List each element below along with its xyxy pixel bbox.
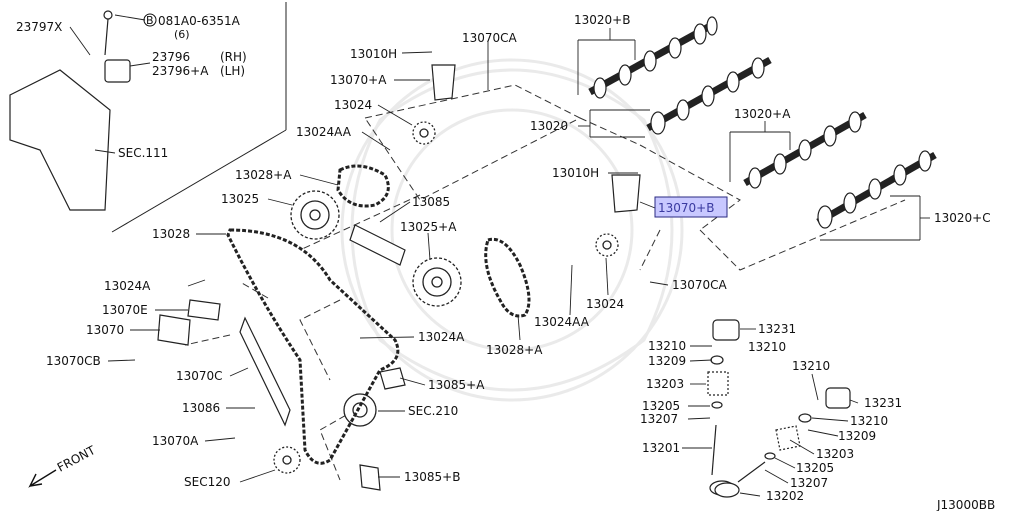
- front-arrow-icon: [28, 469, 57, 488]
- label-13070ca-top: 13070CA: [462, 31, 518, 45]
- label-13209-right: 13209: [838, 429, 876, 443]
- label-13070e: 13070E: [102, 303, 148, 317]
- label-13209-left: 13209: [648, 354, 686, 368]
- watermark: [340, 58, 684, 402]
- diagram-code: J13000BB: [936, 498, 995, 511]
- label-13070: 13070: [86, 323, 124, 337]
- label-13028a-top: 13028+A: [235, 168, 292, 182]
- label-13201: 13201: [642, 441, 680, 455]
- label-sec111: SEC.111: [118, 146, 168, 160]
- label-13025: 13025: [221, 192, 259, 206]
- label-13210-left-b: 13210: [748, 340, 786, 354]
- label-13085: 13085: [412, 195, 450, 209]
- label-13024a-mid: 13024A: [418, 330, 465, 344]
- label-23797x: 23797X: [16, 20, 62, 34]
- label-front: FRONT: [55, 443, 98, 475]
- label-13020c: 13020+C: [934, 211, 991, 225]
- label-13010h-mid: 13010H: [552, 166, 599, 180]
- inset-box: [111, 2, 287, 233]
- label-13207-right: 13207: [790, 476, 828, 490]
- camshaft-13020c: [816, 150, 937, 229]
- label-13086: 13086: [182, 401, 220, 415]
- label-13207-left: 13207: [640, 412, 678, 426]
- label-bolt-circle: B: [146, 14, 154, 27]
- label-13085b: 13085+B: [404, 470, 460, 484]
- label-13024aa-top: 13024AA: [296, 125, 352, 139]
- label-23796a: 23796+A: [152, 64, 209, 78]
- inset-bracket: [9, 10, 131, 211]
- label-13028: 13028: [152, 227, 190, 241]
- label-13070a: 13070A: [152, 434, 199, 448]
- label-13210-left: 13210: [648, 339, 686, 353]
- label-13203-left: 13203: [646, 377, 684, 391]
- camshaft-13020: [646, 56, 772, 135]
- label-13020: 13020: [530, 119, 568, 133]
- camshaft-13020b: [588, 16, 718, 99]
- label-13205-right: 13205: [796, 461, 834, 475]
- label-23796a-lh: (LH): [220, 64, 245, 78]
- label-bolt-qty: (6): [174, 28, 190, 41]
- label-13210-right-top: 13210: [792, 359, 830, 373]
- label-13231-right: 13231: [864, 396, 902, 410]
- label-13205-left: 13205: [642, 399, 680, 413]
- label-13025a: 13025+A: [400, 220, 457, 234]
- label-13210-right: 13210: [850, 414, 888, 428]
- label-13070b-highlighted[interactable]: 13070+B: [658, 201, 714, 215]
- label-13024-top: 13024: [334, 98, 372, 112]
- label-23796-rh: (RH): [220, 50, 247, 64]
- label-13070ca-mid: 13070CA: [672, 278, 728, 292]
- part-labels: 23797X B 081A0-6351A (6) 23796 (RH) 2379…: [16, 13, 995, 511]
- bolt-circle-icon: [143, 13, 157, 27]
- label-sec210: SEC.210: [408, 404, 458, 418]
- label-13070c: 13070C: [176, 369, 223, 383]
- label-13024a-left: 13024A: [104, 279, 151, 293]
- label-13231-left: 13231: [758, 322, 796, 336]
- label-sec120: SEC120: [184, 475, 230, 489]
- label-13010h-top: 13010H: [350, 47, 397, 61]
- camshaft-13020a: [743, 111, 867, 189]
- timing-chains: [226, 164, 531, 465]
- label-13203-right: 13203: [816, 447, 854, 461]
- label-13070a-plus: 13070+A: [330, 73, 387, 87]
- label-23796: 23796: [152, 50, 190, 64]
- label-13028a-mid: 13028+A: [486, 343, 543, 357]
- highlight-box[interactable]: [654, 196, 728, 218]
- leader-lines: [69, 14, 930, 497]
- label-13024aa-mid: 13024AA: [534, 315, 590, 329]
- label-13020a: 13020+A: [734, 107, 791, 121]
- chain-guides: [157, 64, 641, 491]
- label-13202: 13202: [766, 489, 804, 503]
- label-13085a: 13085+A: [428, 378, 485, 392]
- label-13024-mid: 13024: [586, 297, 624, 311]
- label-13070cb: 13070CB: [46, 354, 101, 368]
- label-bolt-code: 081A0-6351A: [158, 14, 241, 28]
- label-13020b: 13020+B: [574, 13, 630, 27]
- dashed-outlines: [184, 84, 906, 481]
